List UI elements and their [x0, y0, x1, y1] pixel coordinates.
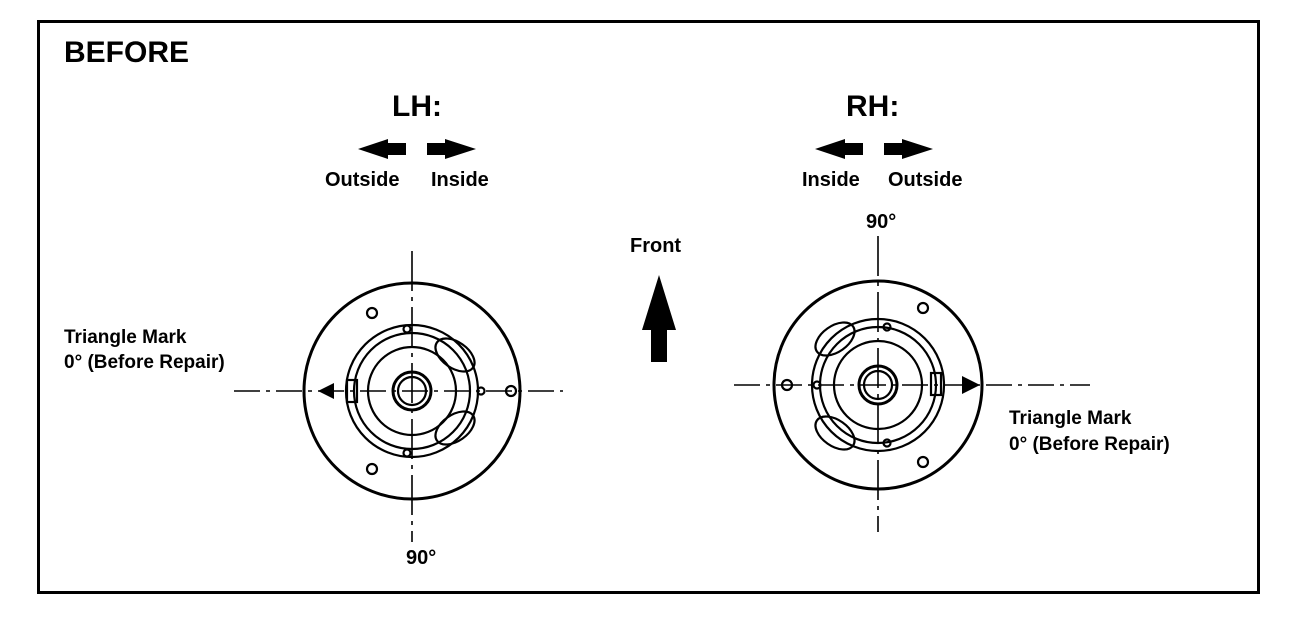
rh-outside-arrow-icon: [884, 139, 933, 159]
rh-outside-label: Outside: [888, 169, 963, 191]
lh-outside-label: Outside: [325, 169, 400, 191]
rh-title: RH:: [846, 90, 900, 123]
lh-triangle-mark-label: Triangle Mark: [64, 327, 187, 348]
lh-inside-arrow-icon: [427, 139, 476, 159]
lh-outside-arrow-icon: [358, 139, 406, 159]
rh-before-repair-label: 0° (Before Repair): [1009, 434, 1170, 455]
front-label: Front: [630, 235, 682, 257]
lh-90-label: 90°: [406, 547, 437, 569]
rh-inside-label: Inside: [802, 169, 860, 191]
lh-title: LH:: [392, 90, 442, 123]
diagram-frame: [37, 20, 1260, 594]
front-arrow-icon: [642, 275, 676, 362]
rh-inside-arrow-icon: [815, 139, 863, 159]
lh-inside-label: Inside: [431, 169, 489, 191]
rh-hub-part: [734, 236, 1090, 532]
heading-before: BEFORE: [64, 36, 190, 69]
rh-90-label: 90°: [866, 211, 897, 233]
lh-hub-part: [234, 251, 563, 542]
lh-before-repair-label: 0° (Before Repair): [64, 352, 225, 373]
rh-triangle-mark-label: Triangle Mark: [1009, 408, 1132, 429]
